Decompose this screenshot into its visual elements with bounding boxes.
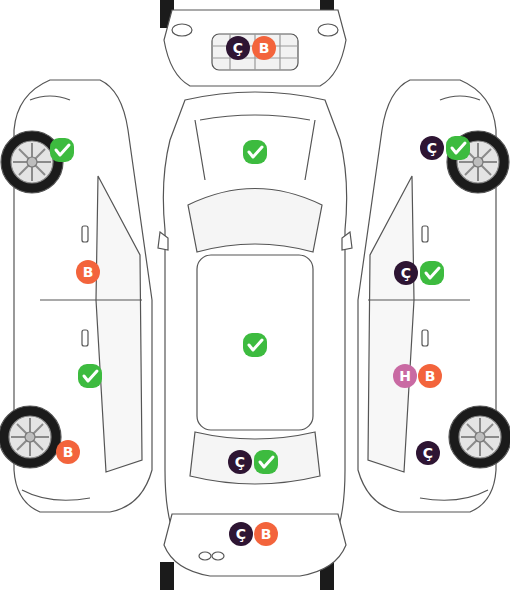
badge-letter: Ç — [233, 41, 243, 55]
car-left-side — [0, 80, 152, 512]
damage-badge: Ç — [226, 36, 250, 60]
damage-badge: B — [252, 36, 276, 60]
damage-badge: Ç — [228, 450, 252, 474]
check-mark — [50, 138, 74, 162]
car-top-view — [158, 92, 352, 561]
damage-badge: B — [254, 522, 278, 546]
damage-badge: Ç — [394, 261, 418, 285]
badge-letter: B — [63, 445, 74, 459]
badge-letter: Ç — [423, 446, 433, 460]
damage-badge: Ç — [229, 522, 253, 546]
front-bumper — [164, 10, 346, 86]
check-mark — [420, 261, 444, 285]
badge-letter: Ç — [235, 455, 245, 469]
badge-letter: Ç — [401, 266, 411, 280]
badge-letter: Ç — [236, 527, 246, 541]
check-mark — [446, 136, 470, 160]
damage-badge: B — [76, 260, 100, 284]
check-mark — [254, 450, 278, 474]
damage-badge: Ç — [416, 441, 440, 465]
check-mark — [243, 333, 267, 357]
damage-badge: H — [393, 364, 417, 388]
tire — [160, 562, 174, 590]
rear-bumper — [164, 514, 346, 576]
badge-letter: B — [425, 369, 436, 383]
damage-badge: Ç — [420, 136, 444, 160]
damage-badge: B — [418, 364, 442, 388]
check-mark — [243, 140, 267, 164]
badge-letter: B — [83, 265, 94, 279]
badge-letter: B — [261, 527, 272, 541]
damage-badge: B — [56, 440, 80, 464]
car-right-side — [358, 80, 510, 512]
badge-letter: Ç — [427, 141, 437, 155]
badge-letter: H — [399, 369, 411, 383]
check-mark — [78, 364, 102, 388]
badge-letter: B — [259, 41, 270, 55]
